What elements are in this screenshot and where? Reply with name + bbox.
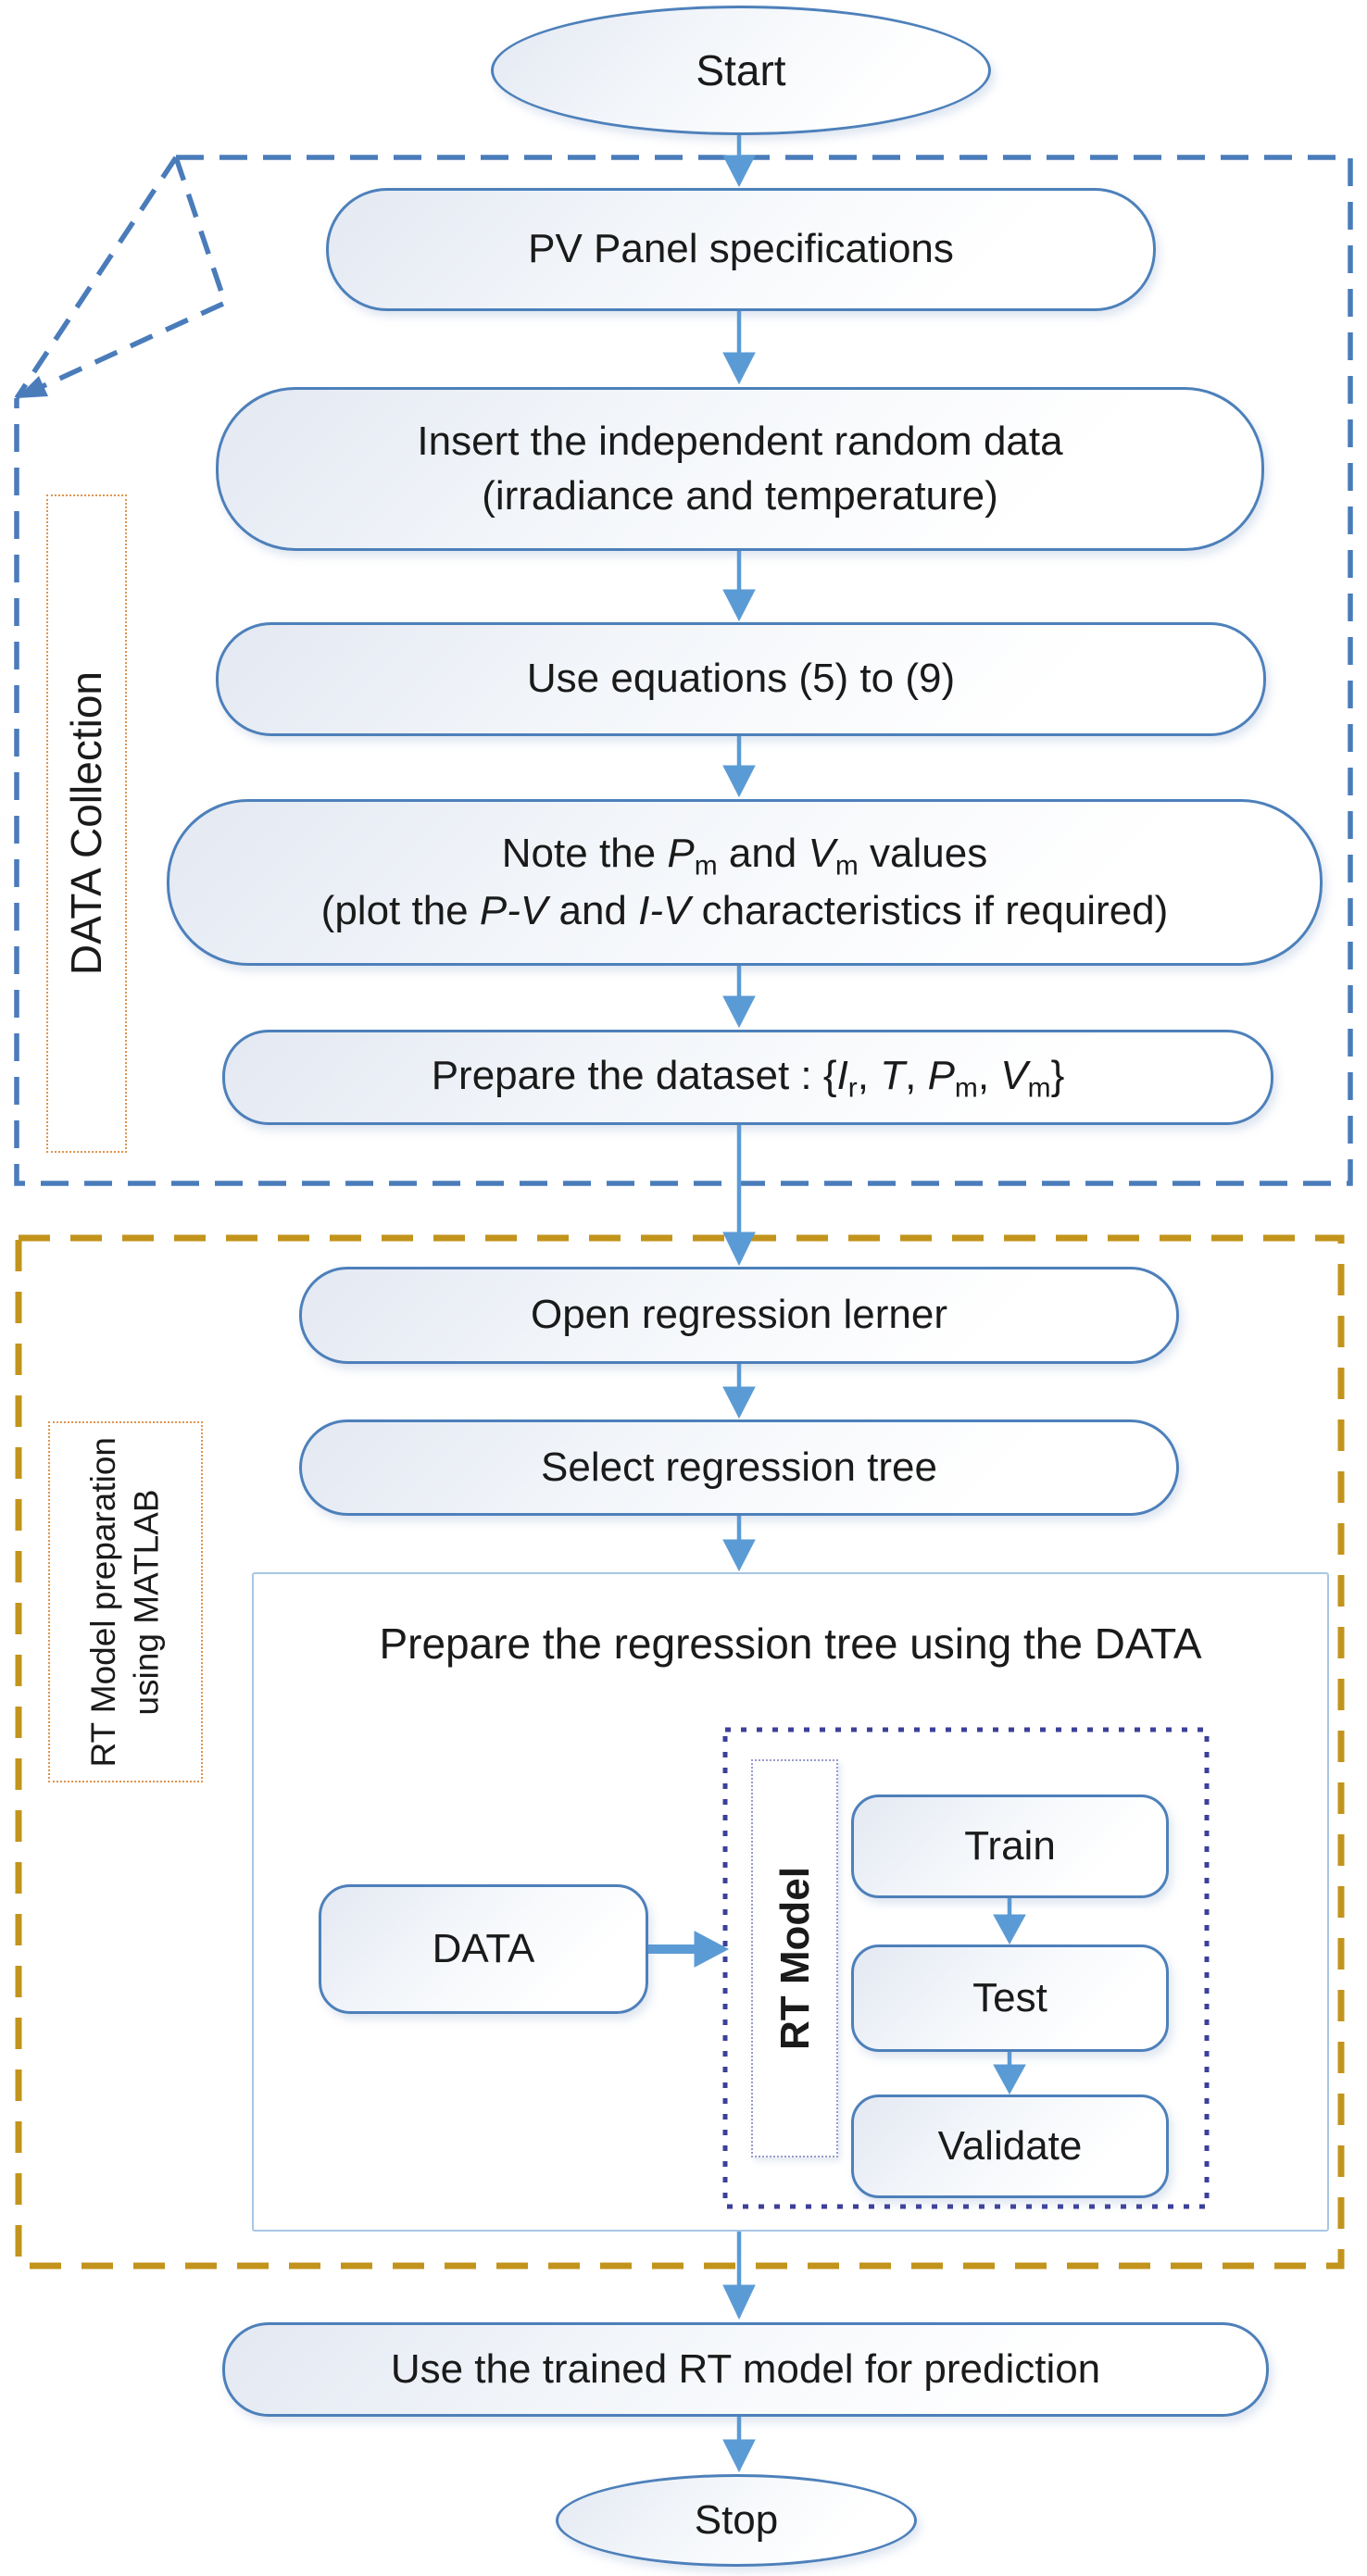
- matlab-region-label: RT Model preparation using MATLAB: [82, 1437, 169, 1768]
- use-equations-node: Use equations (5) to (9): [216, 622, 1266, 736]
- corner-flag-lines: [14, 156, 229, 401]
- subscript-r: r: [847, 1071, 858, 1103]
- open-regression-node: Open regression lerner: [299, 1267, 1179, 1364]
- use-equations-label: Use equations (5) to (9): [526, 656, 956, 702]
- text-segment: Insert the independent random data: [417, 419, 1063, 465]
- note-values-label: Note the Pm and Vm values (plot the P-V …: [321, 827, 1169, 938]
- text-segment: ,: [857, 1052, 881, 1098]
- text-segment: RT Model preparation: [84, 1436, 123, 1768]
- var-P: P: [927, 1052, 955, 1098]
- stop-node: Stop: [556, 2474, 917, 2567]
- corner-flag-arrowhead: [17, 376, 48, 398]
- select-regression-tree-label: Select regression tree: [541, 1444, 937, 1490]
- text-segment: and: [717, 831, 809, 877]
- connector-container-use-head: [722, 2284, 756, 2320]
- prepare-tree-title: Prepare the regression tree using the DA…: [379, 1619, 1202, 1668]
- note-values-node: Note the Pm and Vm values (plot the P-V …: [167, 799, 1323, 966]
- insert-random-data-label: Insert the independent random data (irra…: [417, 415, 1062, 522]
- data-node: DATA: [319, 1884, 648, 2014]
- connector-select-container-head: [722, 1539, 756, 1572]
- text-segment: characteristics if required): [690, 887, 1169, 933]
- connector-insert-equations-head: [722, 589, 756, 622]
- text-segment: values: [858, 831, 988, 877]
- text-segment: (irradiance and temperature): [482, 472, 998, 519]
- var-V: V: [1000, 1052, 1028, 1098]
- train-node: Train: [851, 1794, 1169, 1898]
- insert-random-data-node: Insert the independent random data (irra…: [216, 387, 1264, 551]
- select-regression-tree-node: Select regression tree: [299, 1419, 1179, 1516]
- prepare-dataset-node: Prepare the dataset : {Ir, T, Pm, Vm}: [222, 1030, 1273, 1125]
- text-segment: Prepare the dataset : {: [431, 1052, 837, 1098]
- train-label: Train: [964, 1822, 1056, 1869]
- test-label: Test: [972, 1974, 1047, 2020]
- use-trained-model-label: Use the trained RT model for prediction: [390, 2345, 1101, 2392]
- var-I: I: [836, 1052, 848, 1098]
- var-PV: P-V: [479, 887, 548, 933]
- text-segment: ,: [905, 1052, 928, 1098]
- matlab-region-label-box: RT Model preparation using MATLAB: [48, 1421, 203, 1782]
- rt-model-label: RT Model: [771, 1867, 818, 2050]
- var-T: T: [880, 1052, 906, 1098]
- var-IV: I-V: [638, 887, 691, 933]
- subscript-m: m: [954, 1071, 978, 1103]
- test-node: Test: [851, 1945, 1169, 2052]
- connector-dataset-open-head: [722, 1232, 756, 1267]
- subscript-m: m: [694, 850, 718, 882]
- text-segment: ,: [977, 1052, 1001, 1098]
- stop-label: Stop: [694, 2496, 779, 2543]
- connector-start-pv-head: [722, 155, 756, 188]
- rt-model-label-box: RT Model: [751, 1759, 838, 2157]
- connector-pv-insert-head: [722, 352, 756, 385]
- subscript-m: m: [1027, 1071, 1051, 1103]
- open-regression-label: Open regression lerner: [530, 1292, 947, 1338]
- prepare-dataset-label: Prepare the dataset : {Ir, T, Pm, Vm}: [432, 1049, 1065, 1107]
- data-collection-label-box: DATA Collection: [46, 494, 127, 1153]
- connector-equations-note-head: [722, 765, 756, 798]
- validate-label: Validate: [937, 2122, 1083, 2169]
- use-trained-model-node: Use the trained RT model for prediction: [222, 2322, 1269, 2417]
- pv-panel-node: PV Panel specifications: [326, 188, 1156, 311]
- text-segment: (plot the: [320, 887, 480, 933]
- connector-note-dataset-head: [722, 995, 756, 1029]
- subscript-m: m: [834, 850, 859, 882]
- text-segment: using MATLAB: [127, 1488, 166, 1716]
- connector-open-select-head: [722, 1386, 756, 1419]
- data-collection-label: DATA Collection: [61, 671, 110, 976]
- var-V: V: [808, 831, 835, 877]
- start-label: Start: [696, 45, 786, 94]
- var-P: P: [667, 831, 695, 877]
- text-segment: and: [547, 887, 639, 933]
- connector-use-stop-head: [722, 2439, 756, 2473]
- text-segment: Note the: [501, 831, 668, 877]
- data-label: DATA: [432, 1925, 535, 1971]
- validate-node: Validate: [851, 2095, 1169, 2198]
- pv-panel-label: PV Panel specifications: [528, 226, 954, 272]
- start-node: Start: [491, 6, 991, 135]
- text-segment: }: [1050, 1052, 1065, 1098]
